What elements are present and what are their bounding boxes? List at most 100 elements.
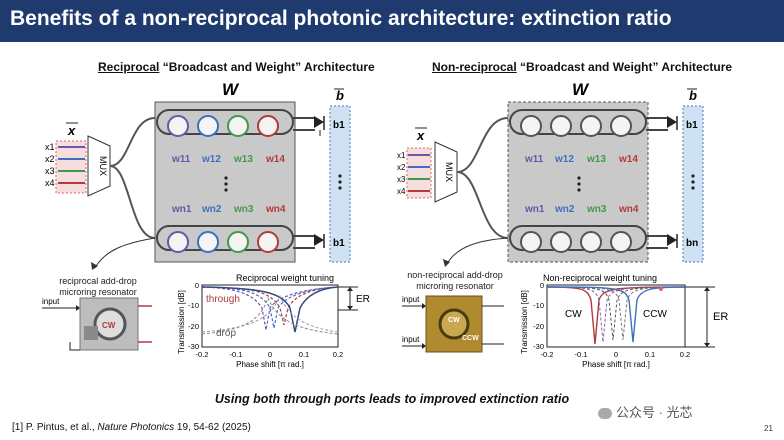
ring-icon [610,115,632,137]
input-x1: x1 [397,151,406,160]
left-title-rest: “Broadcast and Weight” Architecture [159,60,375,74]
mux-block [87,135,111,197]
right-photo-caption: non-reciprocal add-drop microring resona… [407,270,503,291]
top-ring-row [167,115,279,137]
plot-ylabel: Transmission [dB] [520,290,529,354]
ring-icon [580,231,602,253]
weight-wn3: wn3 [233,204,254,215]
ring-icon [610,231,632,253]
ring-icon [227,231,249,253]
photo-input-top: input [402,295,420,304]
ytick: -20 [533,322,544,331]
photo-ccw-tag: CCW [462,335,479,342]
weight-wn4: wn4 [618,204,639,215]
left-architecture-diagram: W x x1 x2 x3 x4 MUX w11 w12 w13 w14 wn1 … [45,80,351,270]
xtick: 0.1 [645,350,655,359]
label-er: ER [356,294,370,305]
photo-cw-tag: CW [102,321,116,330]
ring-icon [197,115,219,137]
weight-w13: w13 [233,154,253,165]
watermark-text: 公众号 · 光芯 [616,405,693,420]
left-title-underlined: Reciprocal [98,60,160,74]
citation-journal: Nature Photonics [97,422,175,433]
matrix-label: W [222,80,240,99]
bias-bn: b1 [333,238,345,249]
photo-input-label: input [42,297,60,306]
weight-wn3: wn3 [586,204,607,215]
photo-input-bottom: input [402,335,420,344]
left-microring-photo: input CW [42,297,152,351]
xtick-labels: -0.2 -0.1 0 0.1 0.2 [541,350,691,359]
ytick: -30 [188,342,199,351]
bias-vector-label: b [336,88,344,103]
bias-vector-label: b [689,88,697,103]
input-x2: x2 [45,154,55,164]
input-x4: x4 [397,187,406,196]
label-through: through [206,294,240,305]
weight-w11: w11 [524,154,544,165]
photodetector-icon [314,234,325,248]
input-x4: x4 [45,178,55,188]
left-transmission-plot: Reciprocal weight tuning Transmission [d… [177,273,370,369]
label-drop: drop [216,328,236,339]
xtick: -0.1 [575,350,588,359]
bias-bn: bn [686,238,698,249]
conclusion-text: Using both through ports leads to improv… [214,392,570,406]
right-title-rest: “Broadcast and Weight” Architecture [516,60,733,74]
bias-b1: b1 [333,120,345,131]
ytick: -20 [188,322,199,331]
plot-title: Non-reciprocal weight tuning [543,273,657,283]
left-photo-caption: reciprocal add-drop microring resonator [59,276,137,297]
photodetector-icon [667,116,678,130]
mux-block [434,141,458,203]
input-x1: x1 [45,142,55,152]
title-banner: Benefits of a non-reciprocal photonic ar… [0,0,784,42]
xtick: 0.2 [680,350,690,359]
citation: [1] P. Pintus, et al., Nature Photonics … [12,422,251,433]
xtick: -0.1 [230,350,243,359]
weight-w13: w13 [586,154,606,165]
mux-label: MUX [98,156,108,176]
plot-title: Reciprocal weight tuning [236,273,334,283]
xtick: -0.2 [196,350,209,359]
plot-xlabel: Phase shift [π rad.] [582,360,650,369]
bias-box [329,105,351,263]
label-er: ER [713,311,728,323]
input-x2: x2 [397,163,406,172]
input-vector-label: x [416,128,425,143]
page-number: 21 [764,424,773,433]
weight-w12: w12 [201,154,221,165]
xtick-labels: -0.2 -0.1 0 0.1 0.2 [196,350,344,359]
citation-prefix: [1] P. Pintus, et al., [12,422,98,433]
ytick-labels: 0 -10 -20 -30 [188,281,199,351]
ytick: -10 [533,301,544,310]
xtick: 0.1 [299,350,309,359]
ring-icon [550,231,572,253]
bottom-ring-row [167,231,279,253]
ytick: 0 [540,281,544,290]
xtick: 0.2 [333,350,343,359]
photodetector-icon [667,234,678,248]
right-transmission-plot: Non-reciprocal weight tuning Transmissio… [520,273,728,369]
ring-icon [520,231,542,253]
wechat-icon [598,408,612,420]
input-box [406,147,432,199]
left-section-title: Reciprocal “Broadcast and Weight” Archit… [98,60,375,74]
bias-b1: b1 [686,120,698,131]
top-ring-row [520,115,632,137]
ring-icon [580,115,602,137]
label-cw: CW [565,309,582,320]
right-microring-photo: input input CW CCW [402,295,504,353]
right-section-title: Non-reciprocal “Broadcast and Weight” Ar… [432,60,732,74]
mux-label: MUX [444,162,454,182]
weight-w11: w11 [171,154,191,165]
input-labels: x1 x2 x3 x4 [45,142,55,188]
watermark: 公众号 · 光芯 [598,402,693,421]
ring-icon [197,231,219,253]
right-architecture-diagram: W x x1 x2 x3 x4 MUX w11 w12 w13 w14 wn1 … [397,80,704,267]
xtick: 0 [268,350,272,359]
ytick-labels: 0 -10 -20 -30 [533,281,544,351]
bottom-ring-row [520,231,632,253]
right-title-underlined: Non-reciprocal [432,60,517,74]
ytick: 0 [195,281,199,290]
